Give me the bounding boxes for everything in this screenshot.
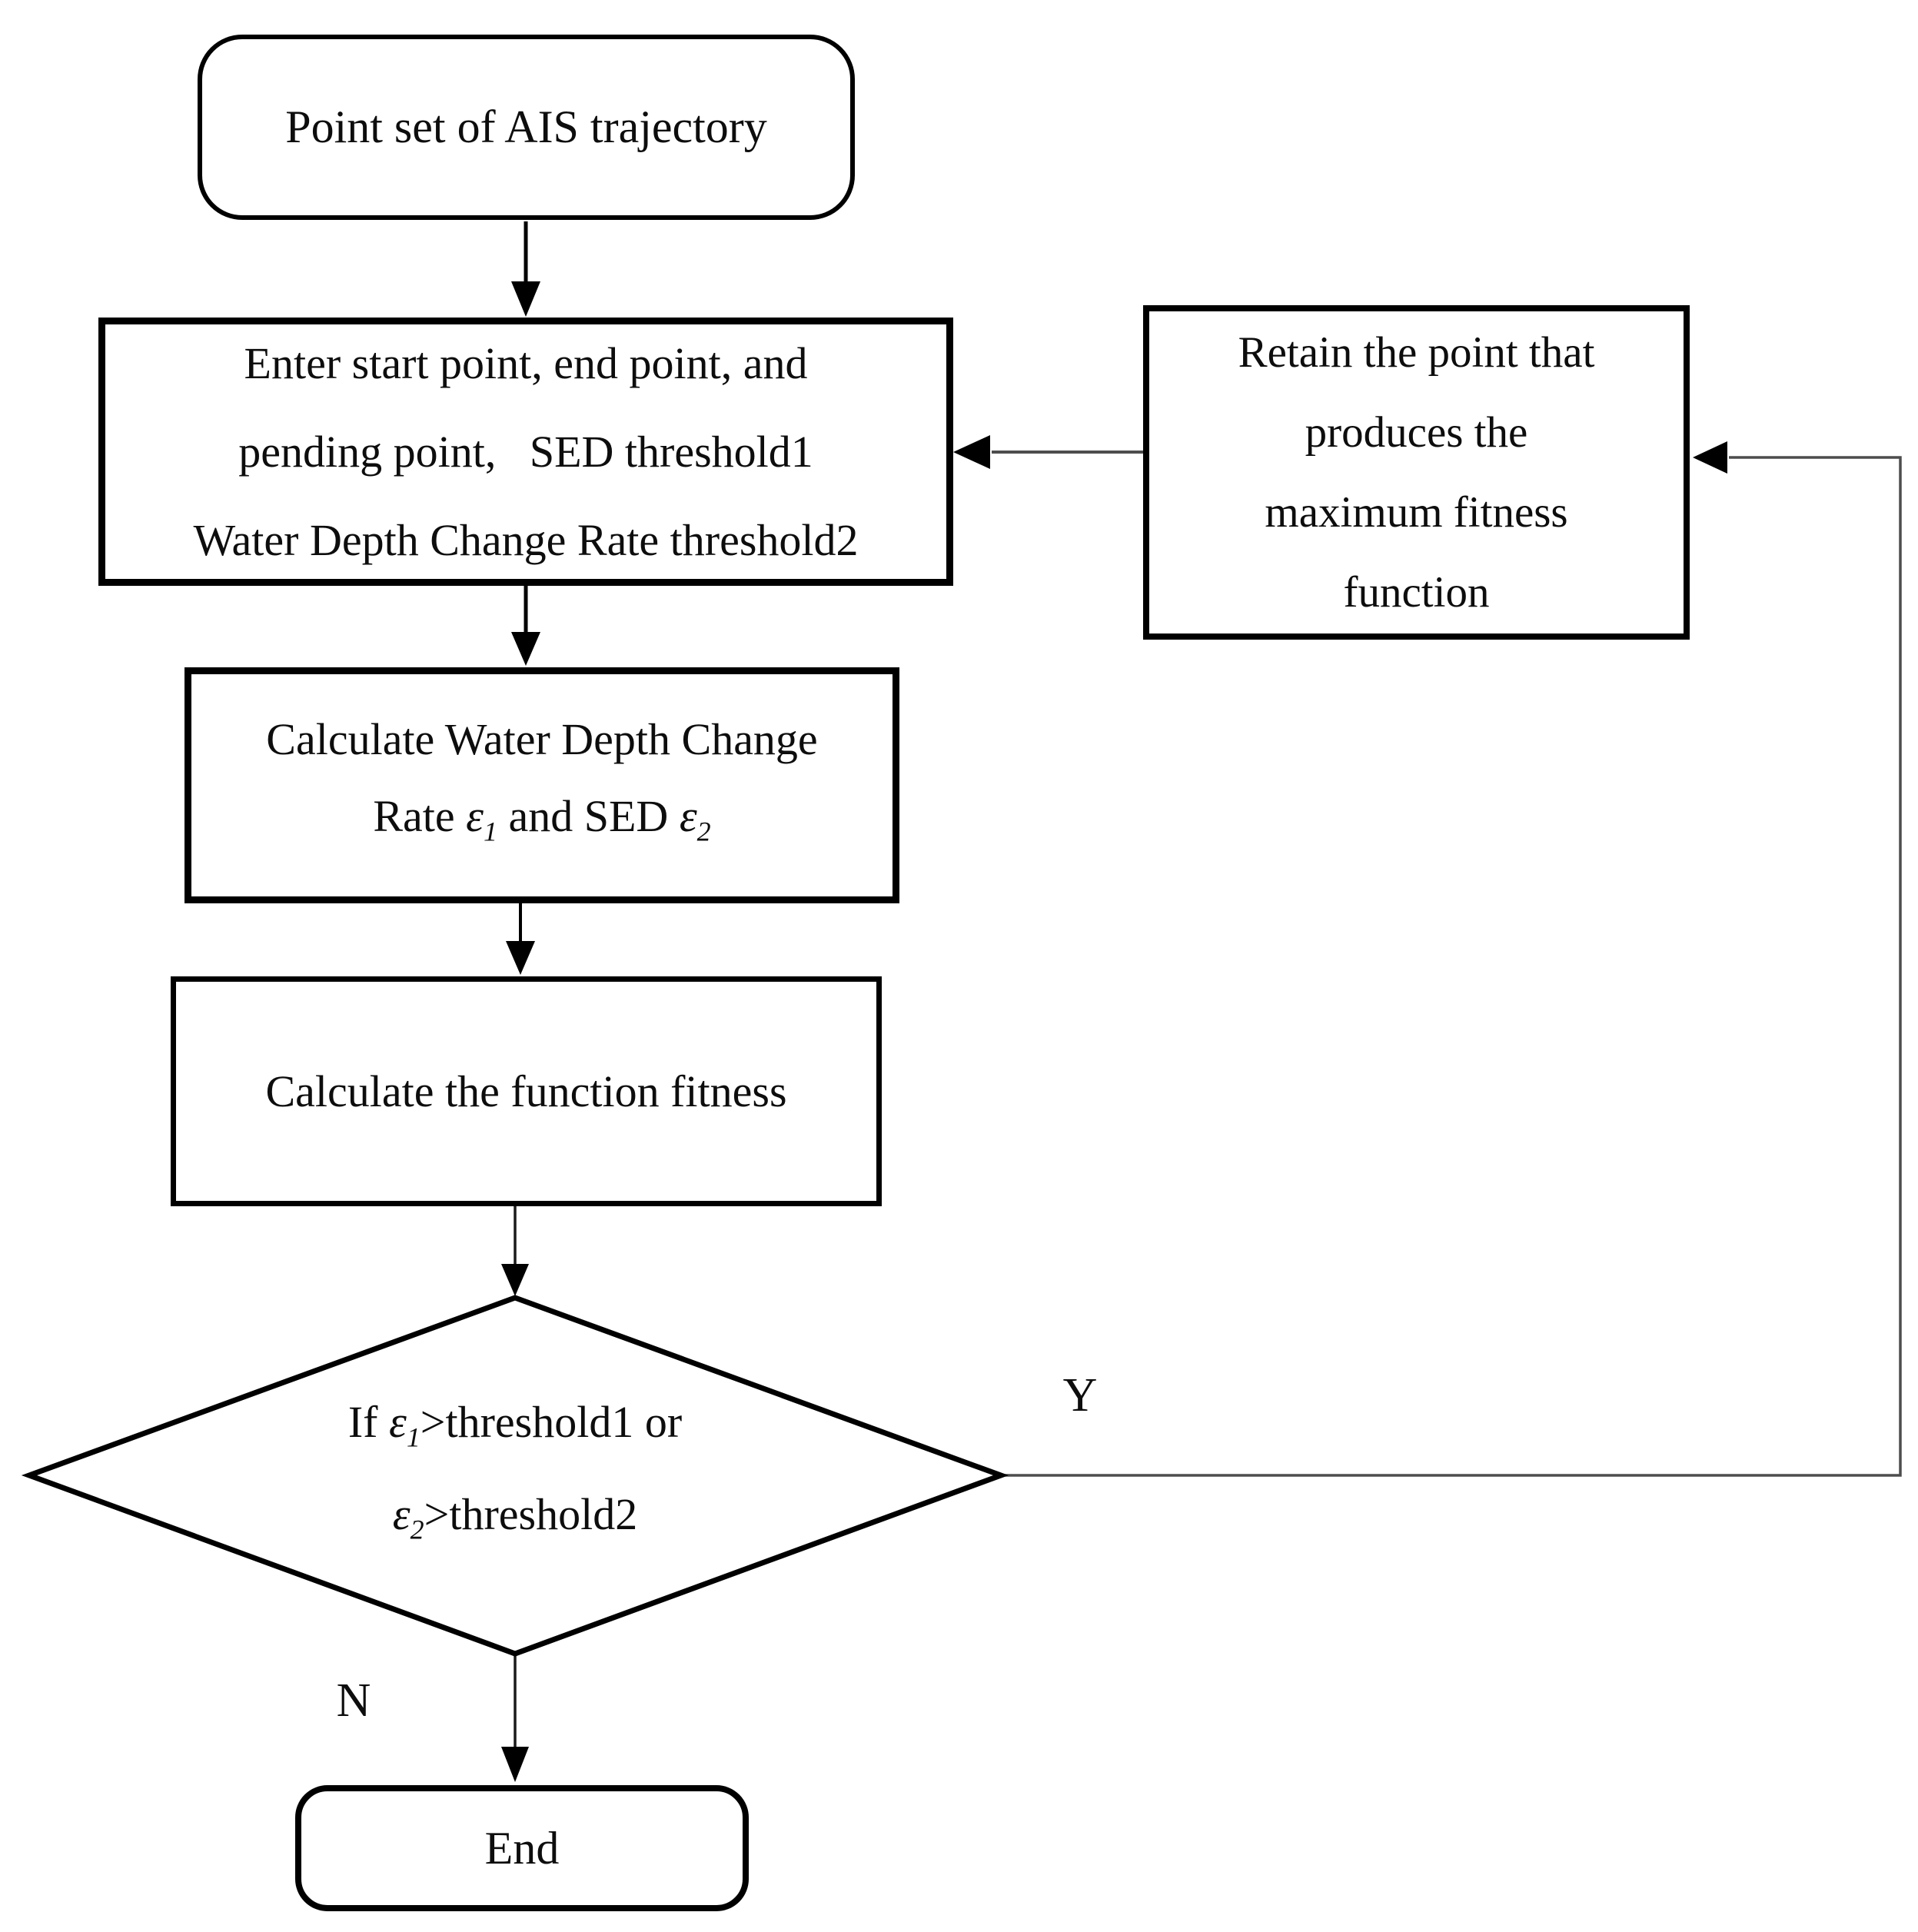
decision-line-1: If ε1>threshold1 or <box>348 1384 682 1476</box>
end-label: End <box>484 1822 560 1874</box>
arrowhead-retain-to-input <box>953 435 990 469</box>
arrowhead-calcfitness-to-decision <box>501 1264 529 1296</box>
node-input: Enter start point, end point, and pendin… <box>98 318 953 586</box>
node-calc-rate: Calculate Water Depth Change Rate ε1 and… <box>184 667 899 903</box>
calc-rate-middle: and SED <box>497 790 680 841</box>
epsilon-2-symbol: ε <box>679 790 697 841</box>
node-calc-fitness: Calculate the function fitness <box>171 976 882 1206</box>
yes-label-text: Y <box>1062 1368 1098 1422</box>
arrowhead-start-to-input <box>511 281 540 317</box>
arrowhead-decision-to-end <box>501 1747 529 1782</box>
decision-threshold1-text: >threshold1 or <box>420 1397 683 1448</box>
decision-if-prefix: If <box>347 1397 389 1448</box>
start-label: Point set of AIS trajectory <box>285 101 767 152</box>
retain-line-3: maximum fitness <box>1265 487 1568 537</box>
decision-epsilon-2: ε <box>392 1489 411 1539</box>
loop-yes-line <box>1001 456 1902 1477</box>
calc-fitness-label: Calculate the function fitness <box>265 1066 787 1116</box>
epsilon-1-subscript: 1 <box>484 816 497 847</box>
retain-line-4: function <box>1343 567 1490 617</box>
epsilon-1-symbol: ε <box>466 790 484 841</box>
decision-line-2: ε2>threshold2 <box>393 1476 637 1568</box>
input-line-2: pending point, SED threshold1 <box>238 427 813 477</box>
retain-line-2: produces the <box>1305 407 1528 457</box>
arrowhead-calcrate-to-calcfitness <box>506 941 535 975</box>
branch-label-no: N <box>307 1670 400 1731</box>
no-label-text: N <box>336 1674 371 1727</box>
decision-epsilon-2-subscript: 2 <box>410 1514 424 1545</box>
node-end: End <box>295 1785 749 1911</box>
arrowhead-input-to-calcrate <box>511 632 540 666</box>
decision-threshold2-text: >threshold2 <box>424 1489 638 1539</box>
node-decision-label: If ε1>threshold1 or ε2>threshold2 <box>208 1384 823 1568</box>
input-line-1: Enter start point, end point, and <box>244 338 808 388</box>
calc-rate-prefix: Rate <box>373 790 467 841</box>
node-start: Point set of AIS trajectory <box>198 35 855 220</box>
calc-rate-line-2: Rate ε1 and SED ε2 <box>373 778 710 870</box>
decision-epsilon-1-subscript: 1 <box>406 1422 420 1453</box>
epsilon-2-subscript: 2 <box>696 816 711 847</box>
decision-diamond <box>21 1295 1009 1657</box>
input-line-3: Water Depth Change Rate threshold2 <box>193 515 859 565</box>
arrowhead-loop-to-retain <box>1693 441 1727 474</box>
retain-line-1: Retain the point that <box>1238 328 1595 377</box>
calc-rate-line-1: Calculate Water Depth Change <box>266 713 818 764</box>
decision-epsilon-1: ε <box>388 1397 407 1448</box>
node-retain: Retain the point that produces the maxim… <box>1143 305 1690 640</box>
branch-label-yes: Y <box>1030 1365 1130 1426</box>
